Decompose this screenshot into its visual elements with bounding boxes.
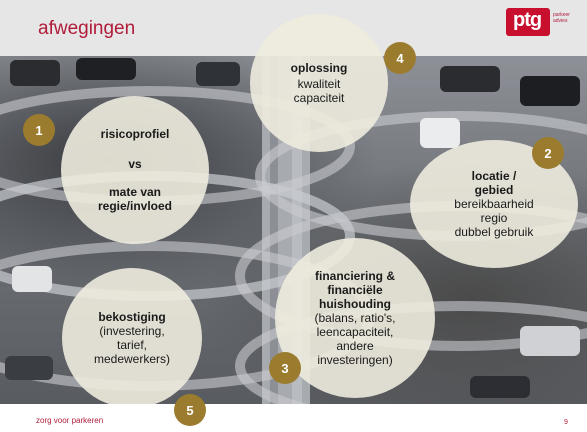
bubble-5-line: (investering, [99,324,165,338]
bubble-4-line: kwaliteit [297,77,341,91]
bubble-3-line: investeringen) [317,353,393,367]
logo-sub-line1: parkeer [553,12,570,18]
bubble-3-line: (balans, ratio's, [314,311,396,325]
bubble-financiering: financiering & financiële huishouding (b… [275,238,435,398]
ptg-logo: ptg [506,8,550,36]
page-number: 9 [564,419,568,426]
page-title: afwegingen [38,18,136,39]
bubble-4-heading: oplossing [290,61,348,75]
bubble-3-line: leencapaciteit, [316,325,394,339]
bubble-oplossing: oplossing kwaliteit capaciteit [250,14,388,152]
bubble-2-heading: locatie / [471,169,517,183]
bubble-5-line: tarief, [116,338,147,352]
marker-2: 2 [532,137,564,169]
bubble-4-line: capaciteit [293,91,345,105]
bubble-3-line: andere [336,339,374,353]
logo-sub-line2: advies [553,18,568,24]
footer-bar [0,404,587,432]
bubble-5-line: medewerkers) [93,352,171,366]
bubble-2-heading: gebied [474,183,514,197]
bubble-bekostiging: bekostiging (investering, tarief, medewe… [62,268,202,408]
marker-3: 3 [269,352,301,384]
bubble-2-line: dubbel gebruik [454,225,534,239]
marker-5: 5 [174,394,206,426]
bubble-1-heading: risicoprofiel [100,127,170,141]
marker-1: 1 [23,114,55,146]
bubble-1-vs: vs [128,157,142,171]
bubble-2-line: bereikbaarheid [454,197,534,211]
logo-text: ptg [513,9,542,31]
bubble-3-heading: financiering & [314,269,395,283]
marker-4: 4 [384,42,416,74]
logo-subtitle: parkeer advies [553,12,570,24]
bubble-3-heading: huishouding [319,297,391,311]
footer-text: zorg voor parkeren [36,416,104,425]
bubble-2-line: regio [480,211,508,225]
bubble-risicoprofiel: risicoprofiel vs mate van regie/invloed [61,96,209,244]
bubble-3-heading: financiële [327,283,383,297]
bubble-1-line: regie/invloed [97,199,173,213]
bubble-1-line: mate van [108,185,162,199]
bubble-5-heading: bekostiging [98,310,166,324]
